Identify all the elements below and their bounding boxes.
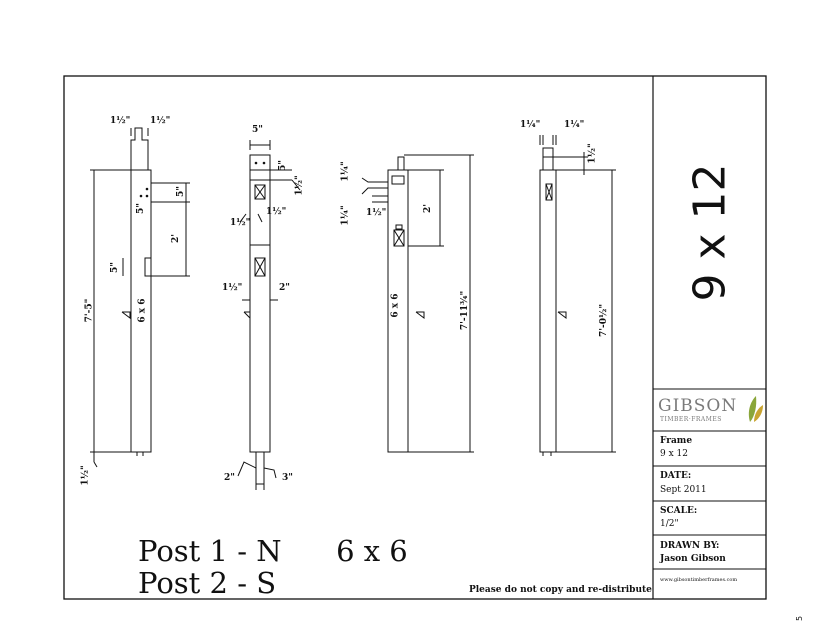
leaf-icon: [748, 396, 763, 422]
v3-dim-b: 1¼": [340, 205, 351, 226]
frame-size-label: 9 x 12: [684, 163, 735, 302]
v1-top-dim-right: 1½": [150, 116, 171, 126]
date-field-label: DATE:: [660, 471, 692, 481]
logo-name: GIBSON: [658, 396, 738, 416]
scale-field-value: 1/2": [660, 519, 679, 529]
website-text: www.gibsontimberframes.com: [660, 577, 738, 583]
v1-member-size: 6 x 6: [137, 298, 148, 323]
post-2-label: Post 2 - S: [138, 566, 277, 600]
v4-overall-length: 7'-0½": [599, 303, 610, 338]
v3-dim-a: 1¼": [340, 161, 351, 182]
post-view-2: [237, 140, 301, 490]
v2-dim-d: 1½": [222, 283, 243, 293]
v4-top-dim-left: 1¼": [520, 120, 541, 130]
v4-top-dim-right: 1¼": [564, 120, 585, 130]
frame-size-panel: 9 x 12: [653, 76, 766, 389]
scale-field-label: SCALE:: [660, 506, 698, 516]
post-view-1: [90, 127, 190, 468]
frame-field-value: 9 x 12: [660, 449, 688, 459]
v3-overall-length: 7'-11¾": [460, 290, 471, 331]
sheet-border: [63, 75, 767, 600]
v2-bottom-dim-left: 2": [224, 473, 235, 483]
v1-top-dim-left: 1½": [110, 116, 131, 126]
page-number: 5: [795, 615, 805, 622]
v1-bottom-dim: 1½": [80, 465, 91, 486]
v3-dim-c: 1½": [366, 208, 387, 218]
v1-dim-5in-c: 5": [109, 262, 120, 273]
drawing-title-line-1: Post 1 - N 6 x 6: [138, 535, 408, 567]
date-field-value: Sept 2011: [660, 485, 707, 495]
v2-dim-a: 1½": [294, 175, 305, 196]
post-view-3: [361, 154, 474, 453]
v2-dim-c: 1½": [266, 207, 287, 217]
v2-dim-b: 1½": [230, 218, 251, 228]
v2-dim-5in: 5": [277, 160, 288, 171]
copyright-notice: Please do not copy and re-distribute: [469, 585, 652, 595]
v1-dim-5in-b: 5": [135, 203, 146, 214]
v1-dim-2ft: 2': [171, 233, 182, 244]
v2-bottom-dim-right: 3": [282, 473, 293, 483]
drawn-by-field-label: DRAWN BY:: [660, 541, 720, 551]
v1-dim-5in-a: 5": [175, 186, 186, 197]
v1-overall-length: 7'-5": [84, 298, 95, 323]
v3-dim-2ft: 2': [423, 203, 434, 214]
v2-top-dim: 5": [252, 125, 263, 135]
drawn-by-field-value: Jason Gibson: [660, 554, 726, 564]
frame-field-label: Frame: [660, 436, 693, 446]
company-logo: GIBSON TIMBER·FRAMES: [656, 392, 764, 430]
member-size-label: 6 x 6: [336, 534, 408, 568]
logo-subtitle: TIMBER·FRAMES: [660, 416, 722, 423]
v2-dim-e: 2": [279, 283, 290, 293]
v3-member-size: 6 x 6: [390, 293, 401, 318]
v4-side-dim: 1½": [587, 143, 598, 164]
post-view-4: [539, 135, 616, 456]
post-1-label: Post 1 - N: [138, 534, 282, 568]
